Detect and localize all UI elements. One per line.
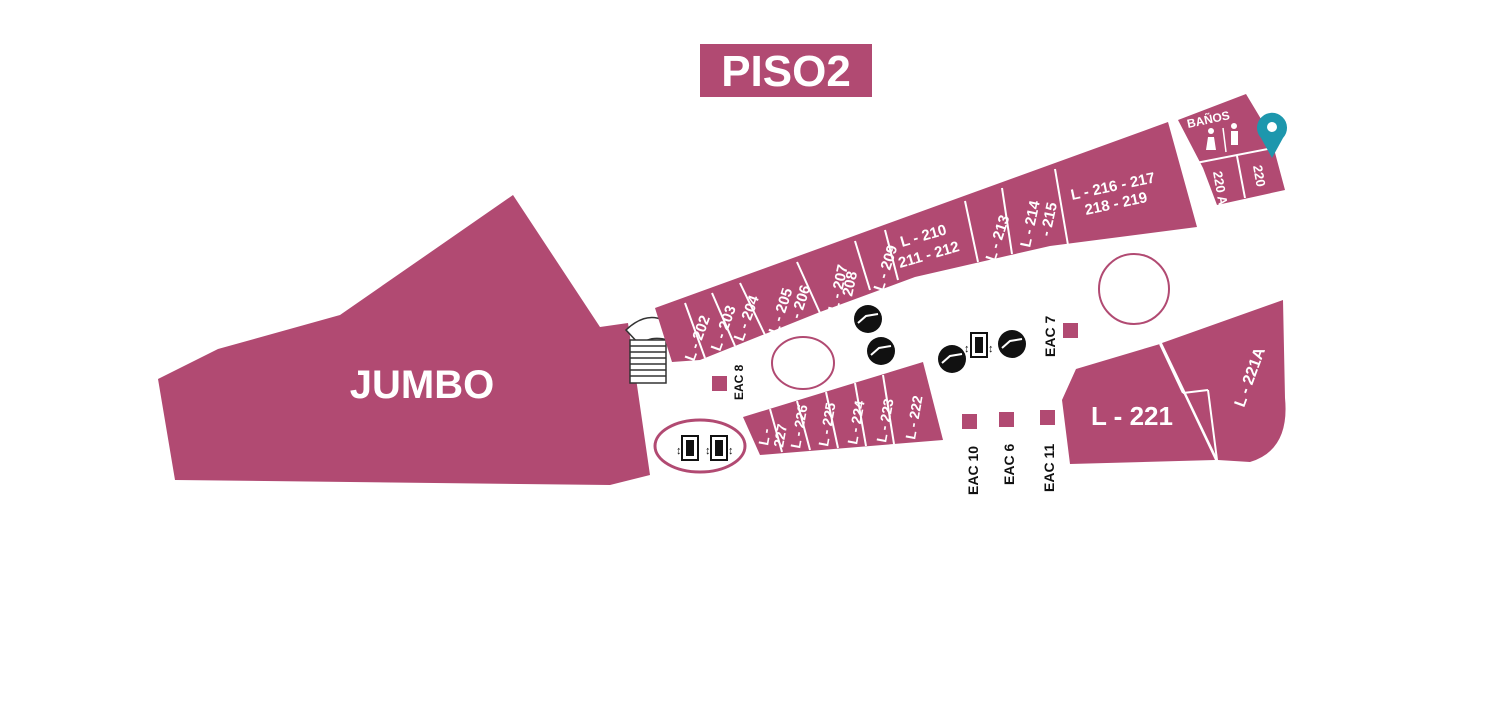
jumbo-store[interactable]: [158, 195, 650, 485]
store-221a[interactable]: [1162, 300, 1286, 462]
restroom-men-icon: [1231, 123, 1238, 145]
atrium-circle-east: [1098, 253, 1170, 325]
elevator-icon[interactable]: ↕ ↕: [964, 332, 994, 358]
eac-8-marker[interactable]: [712, 376, 727, 391]
restrooms-block[interactable]: [1178, 94, 1285, 205]
jumbo-label: JUMBO: [350, 363, 494, 407]
eac-11-label: EAC 11: [1041, 444, 1057, 492]
eac-6-label: EAC 6: [1001, 444, 1017, 485]
eac-10-label: EAC 10: [965, 446, 981, 495]
eac-10-marker[interactable]: [962, 414, 977, 429]
svg-text:↕: ↕: [964, 343, 970, 355]
north-store-row: [655, 122, 1197, 362]
store-226[interactable]: L - 226: [787, 403, 810, 449]
escalator-icon[interactable]: [938, 345, 966, 373]
svg-text:↕: ↕: [988, 343, 994, 355]
store-208[interactable]: 208: [839, 270, 861, 298]
atrium-oval-west: [771, 336, 835, 390]
elevator-icon[interactable]: ↕ ↕ ↕: [676, 435, 734, 461]
floor-title-badge: [700, 44, 872, 97]
svg-text:↕: ↕: [676, 445, 682, 457]
svg-text:↕: ↕: [728, 445, 734, 457]
eac-8-label: EAC 8: [732, 364, 746, 400]
store-221-label: L - 221: [1091, 401, 1173, 431]
restroom-women-icon: [1206, 128, 1216, 150]
eac-11-marker[interactable]: [1040, 410, 1055, 425]
escalator-icon[interactable]: [867, 337, 895, 365]
store-220a[interactable]: 220 A: [1210, 170, 1231, 207]
location-pin-icon[interactable]: [1257, 112, 1287, 158]
store-224[interactable]: L - 224: [844, 399, 867, 445]
escalator-icon[interactable]: [998, 330, 1026, 358]
escalator-icon[interactable]: [854, 305, 882, 333]
eac-7-label: EAC 7: [1042, 316, 1058, 357]
eac-7-marker[interactable]: [1063, 323, 1078, 338]
store-227-prefix[interactable]: L -: [755, 427, 774, 447]
store-223[interactable]: L - 223: [873, 397, 896, 443]
store-220[interactable]: 220: [1250, 164, 1269, 188]
eac-6-marker[interactable]: [999, 412, 1014, 427]
store-227[interactable]: 227: [770, 423, 790, 449]
svg-text:↕: ↕: [705, 445, 711, 457]
store-222[interactable]: L - 222: [902, 394, 925, 440]
store-215[interactable]: - 215: [1037, 201, 1061, 238]
floor-title: PISO2: [721, 47, 851, 96]
store-221[interactable]: [1062, 344, 1215, 464]
store-225[interactable]: L - 225: [815, 401, 838, 447]
